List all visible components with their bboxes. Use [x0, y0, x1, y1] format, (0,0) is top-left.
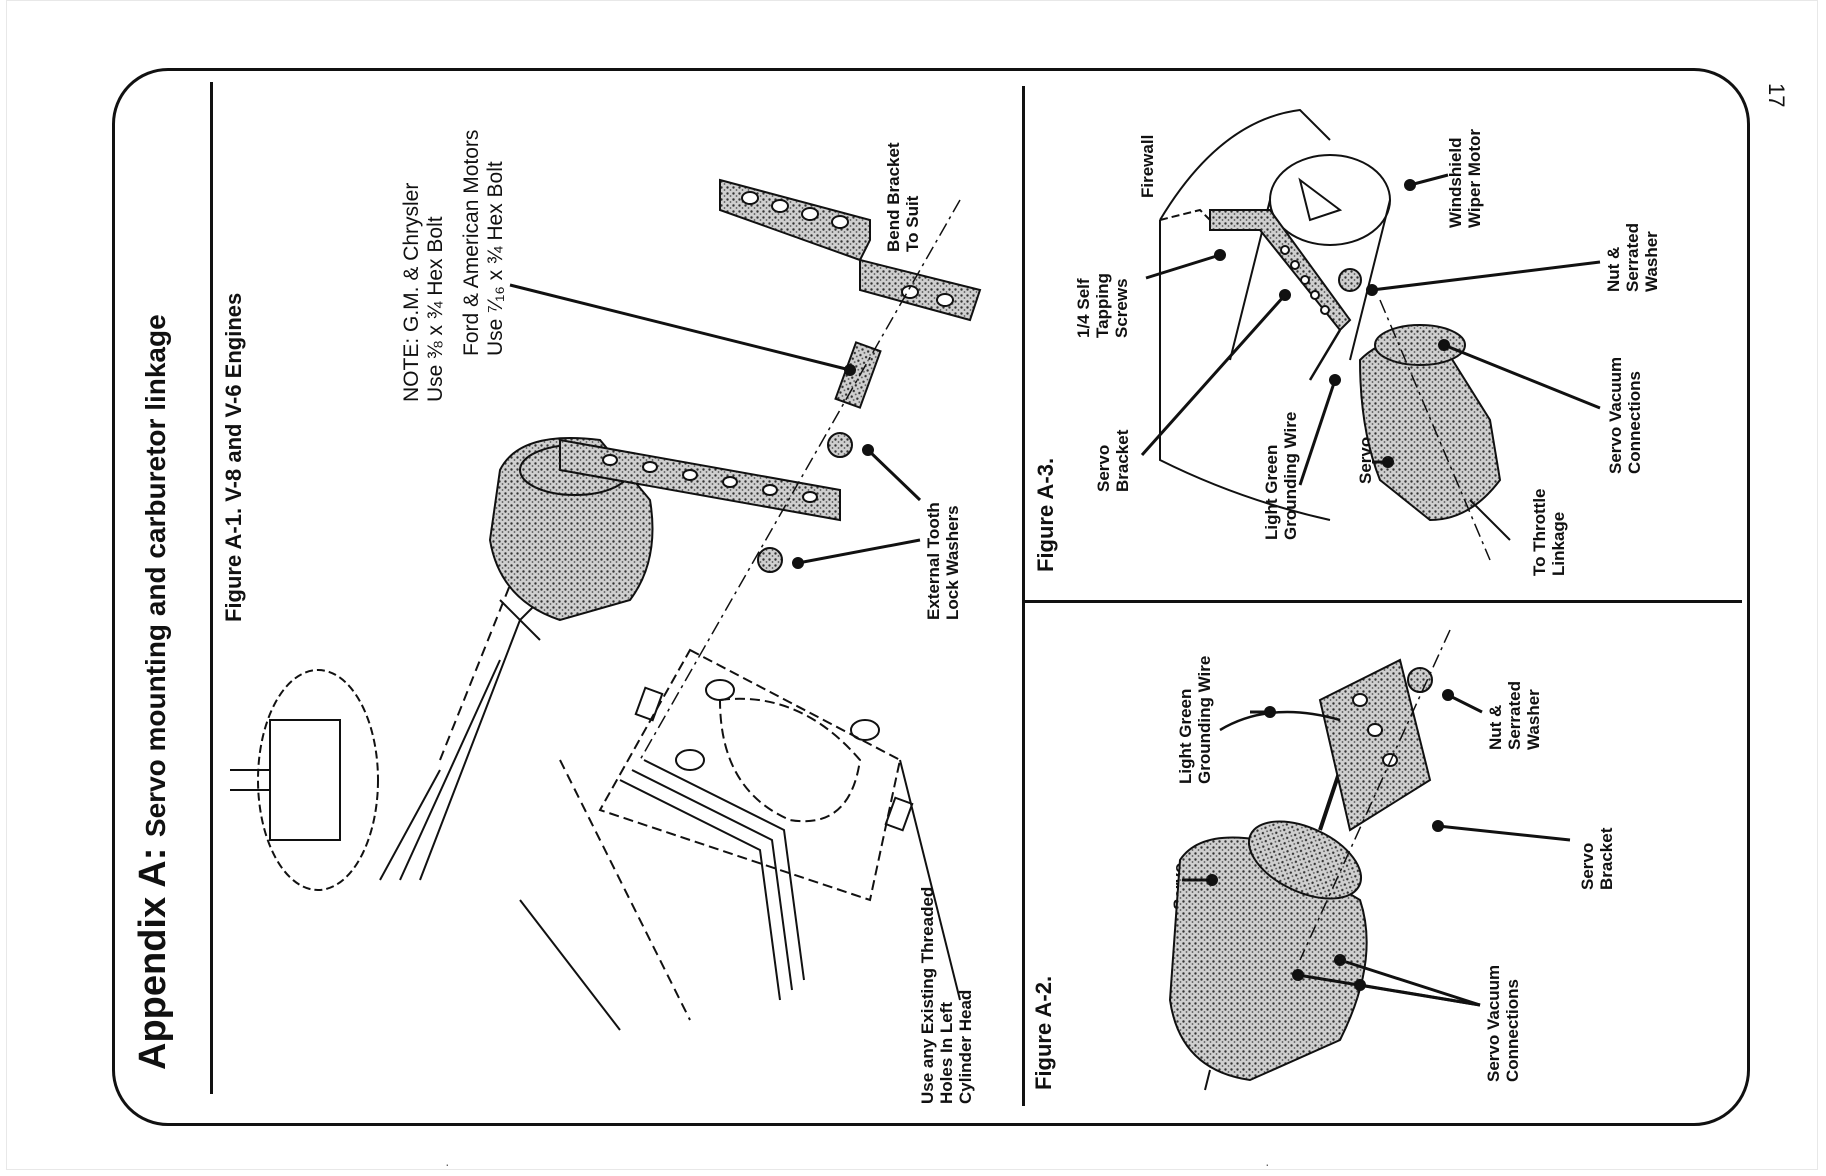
a2-bracket-line-2: Bracket — [1597, 827, 1617, 890]
label-threaded-holes: Use any Existing Threaded Holes In Left … — [918, 887, 975, 1104]
figure-a1-note: NOTE: G.M. & Chrysler Use ⅜ x ¾ Hex Bolt — [400, 183, 447, 402]
page-number: 17 — [1764, 83, 1789, 108]
a3-bracket-line-1: Servo — [1094, 444, 1113, 492]
label-a3-nut-washer: Nut & Serrated Washer — [1604, 223, 1661, 292]
label-a3-grounding-wire: Light Green Grounding Wire — [1262, 412, 1300, 540]
note-line-4: Use ⁷⁄₁₆ x ¾ Hex Bolt — [483, 161, 507, 356]
note-line-3: Ford & American Motors — [460, 129, 483, 356]
label-a2-vacuum: Servo Vacuum Connections — [1484, 965, 1522, 1082]
threaded-line-1: Use any Existing Threaded — [918, 886, 937, 1104]
bend-bracket-line-1: Bend Bracket — [884, 142, 903, 252]
a3-wire-line-2: Grounding Wire — [1281, 411, 1301, 540]
a3-vacuum-line-1: Servo Vacuum — [1606, 356, 1625, 474]
a2-vacuum-line-2: Connections — [1503, 979, 1523, 1082]
a3-wire-line-1: Light Green — [1262, 444, 1281, 540]
a3-screws-line-2: Tapping — [1093, 273, 1113, 338]
note-line-1: NOTE: G.M. & Chrysler — [400, 182, 423, 402]
title-text: Servo mounting and carburetor linkage — [140, 314, 171, 838]
a3-vacuum-line-2: Connections — [1625, 371, 1645, 474]
label-a3-servo-bracket: Servo Bracket — [1094, 430, 1132, 492]
label-a2-servo: Servo — [1170, 862, 1189, 910]
page-frame — [112, 68, 1750, 1126]
scan-speck: · — [1265, 1156, 1270, 1172]
threaded-line-2: Holes In Left — [937, 1001, 957, 1104]
a3-screws-line-1: 1/4 Self — [1074, 278, 1093, 338]
label-tapping-screws: 1/4 Self Tapping Screws — [1074, 273, 1131, 338]
label-a3-vacuum: Servo Vacuum Connections — [1606, 357, 1644, 474]
label-bend-bracket: Bend Bracket To Suit — [884, 142, 922, 252]
bend-bracket-line-2: To Suit — [903, 195, 923, 252]
a2-wire-line-1: Light Green — [1176, 688, 1195, 784]
a2-bracket-line-1: Servo — [1578, 842, 1597, 890]
title-prefix: Appendix A: — [132, 847, 174, 1070]
page-title: Appendix A: Servo mounting and carbureto… — [132, 314, 175, 1070]
label-wiper-motor: Windshield Wiper Motor — [1446, 129, 1484, 228]
a2-nut-line-3: Washer — [1524, 689, 1544, 750]
figure-divider-horizontal — [1022, 600, 1742, 603]
label-throttle-linkage: To Throttle Linkage — [1530, 489, 1568, 577]
label-a2-grounding-wire: Light Green Grounding Wire — [1176, 656, 1214, 784]
page-edge — [6, 0, 1818, 1170]
a3-bracket-line-2: Bracket — [1113, 429, 1133, 492]
washers-line-1: External Tooth — [924, 502, 943, 620]
a2-wire-line-2: Grounding Wire — [1195, 655, 1215, 784]
label-a3-servo: Servo — [1356, 436, 1375, 484]
figure-a1-caption: Figure A-1. V-8 and V-6 Engines — [221, 292, 246, 622]
a3-throttle-line-1: To Throttle — [1530, 488, 1549, 577]
a2-nut-line-2: Serrated — [1505, 681, 1525, 750]
label-firewall: Firewall — [1138, 134, 1157, 198]
note-line-2: Use ⅜ x ¾ Hex Bolt — [423, 216, 447, 402]
a3-wiper-line-2: Wiper Motor — [1465, 128, 1485, 228]
threaded-line-3: Cylinder Head — [956, 989, 976, 1104]
a3-screws-line-3: Screws — [1112, 278, 1132, 338]
a2-nut-line-1: Nut & — [1486, 704, 1505, 750]
a2-vacuum-line-1: Servo Vacuum — [1484, 964, 1503, 1082]
figure-divider-vertical — [1022, 86, 1025, 1106]
washers-line-2: Lock Washers — [943, 505, 963, 620]
figure-a3-caption: Figure A-3. — [1033, 457, 1058, 572]
title-divider — [210, 82, 213, 1094]
scan-speck: · — [445, 1156, 450, 1172]
a3-throttle-line-2: Linkage — [1549, 511, 1569, 576]
label-lock-washers: External Tooth Lock Washers — [924, 502, 962, 620]
figure-a2-caption: Figure A-2. — [1031, 975, 1056, 1090]
a3-nut-line-2: Serrated — [1623, 223, 1643, 292]
a3-wiper-line-1: Windshield — [1446, 137, 1465, 228]
label-a2-nut-washer: Nut & Serrated Washer — [1486, 681, 1543, 750]
a3-nut-line-3: Washer — [1642, 231, 1662, 292]
a3-nut-line-1: Nut & — [1604, 246, 1623, 292]
label-a2-servo-bracket: Servo Bracket — [1578, 828, 1616, 890]
figure-a1-note-ford: Ford & American Motors Use ⁷⁄₁₆ x ¾ Hex … — [460, 130, 507, 356]
